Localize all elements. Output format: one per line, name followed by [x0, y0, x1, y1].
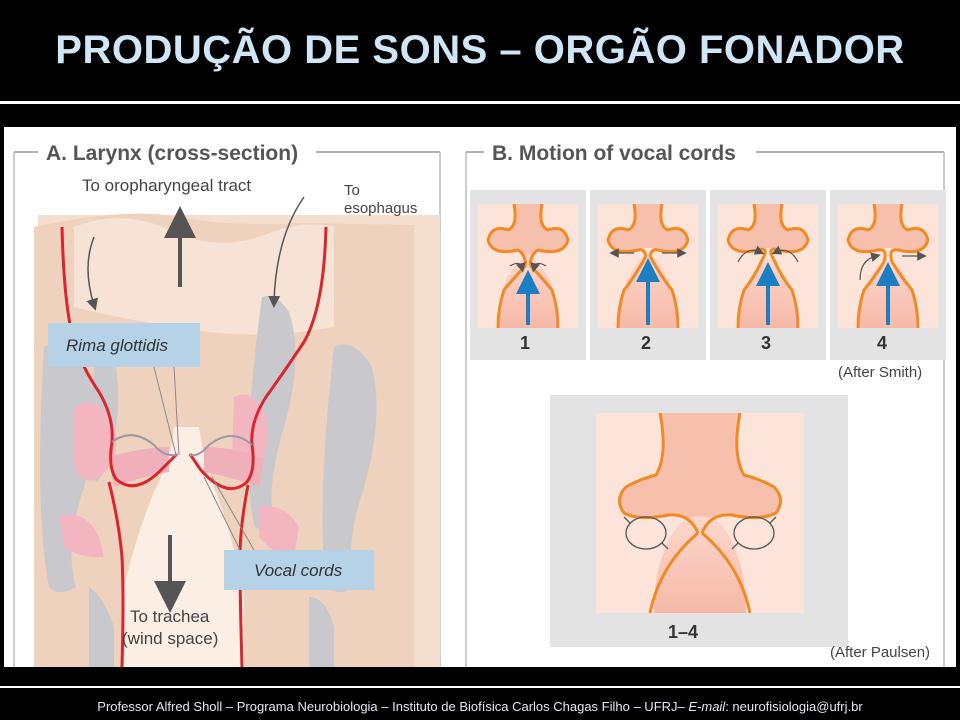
- credit-smith: (After Smith): [838, 364, 922, 381]
- larynx-figure: A. Larynx (cross-section): [4, 127, 956, 668]
- motion-frame-3: [710, 190, 826, 360]
- motion-frame-2: [590, 190, 706, 360]
- label-esophagus-line1: To: [344, 182, 360, 199]
- panel-a: A. Larynx (cross-section): [13, 142, 441, 668]
- frame-label-1: 1: [520, 333, 530, 353]
- panel-b-title: B. Motion of vocal cords: [492, 142, 736, 165]
- label-esophagus-line2: esophagus: [344, 200, 417, 217]
- label-rima-glottidis: Rima glottidis: [66, 336, 169, 355]
- motion-frame-combined: [550, 395, 848, 647]
- title-divider: [0, 101, 960, 104]
- footer-email: : neurofisiologia@ufrj.br: [725, 699, 863, 714]
- vocal-cords-label-box: [224, 550, 374, 590]
- combined-frame-label: 1–4: [668, 622, 698, 642]
- footer-divider: [0, 686, 960, 688]
- label-trachea-line1: To trachea: [130, 607, 210, 626]
- panel-a-title: A. Larynx (cross-section): [46, 142, 298, 165]
- footer-email-label: E-mail: [688, 699, 726, 714]
- rima-label-box: [48, 323, 200, 367]
- motion-frame-4: [830, 190, 946, 360]
- footer-text: Professor Alfred Sholl – Programa Neurob…: [97, 699, 689, 714]
- label-trachea-line2: (wind space): [122, 629, 218, 648]
- footer: Professor Alfred Sholl – Programa Neurob…: [0, 696, 960, 718]
- frame-label-2: 2: [641, 333, 651, 353]
- page-title: PRODUÇÃO DE SONS – ORGÃO FONADOR: [55, 28, 905, 72]
- frame-label-4: 4: [877, 333, 887, 353]
- larynx-illustration: [34, 196, 440, 668]
- motion-frame-1: [470, 190, 586, 360]
- credit-paulsen: (After Paulsen): [830, 644, 930, 661]
- label-vocal-cords: Vocal cords: [254, 561, 343, 580]
- frame-label-3: 3: [761, 333, 771, 353]
- label-oropharyngeal: To oropharyngeal tract: [82, 176, 251, 195]
- panel-b: B. Motion of vocal cords: [465, 142, 946, 667]
